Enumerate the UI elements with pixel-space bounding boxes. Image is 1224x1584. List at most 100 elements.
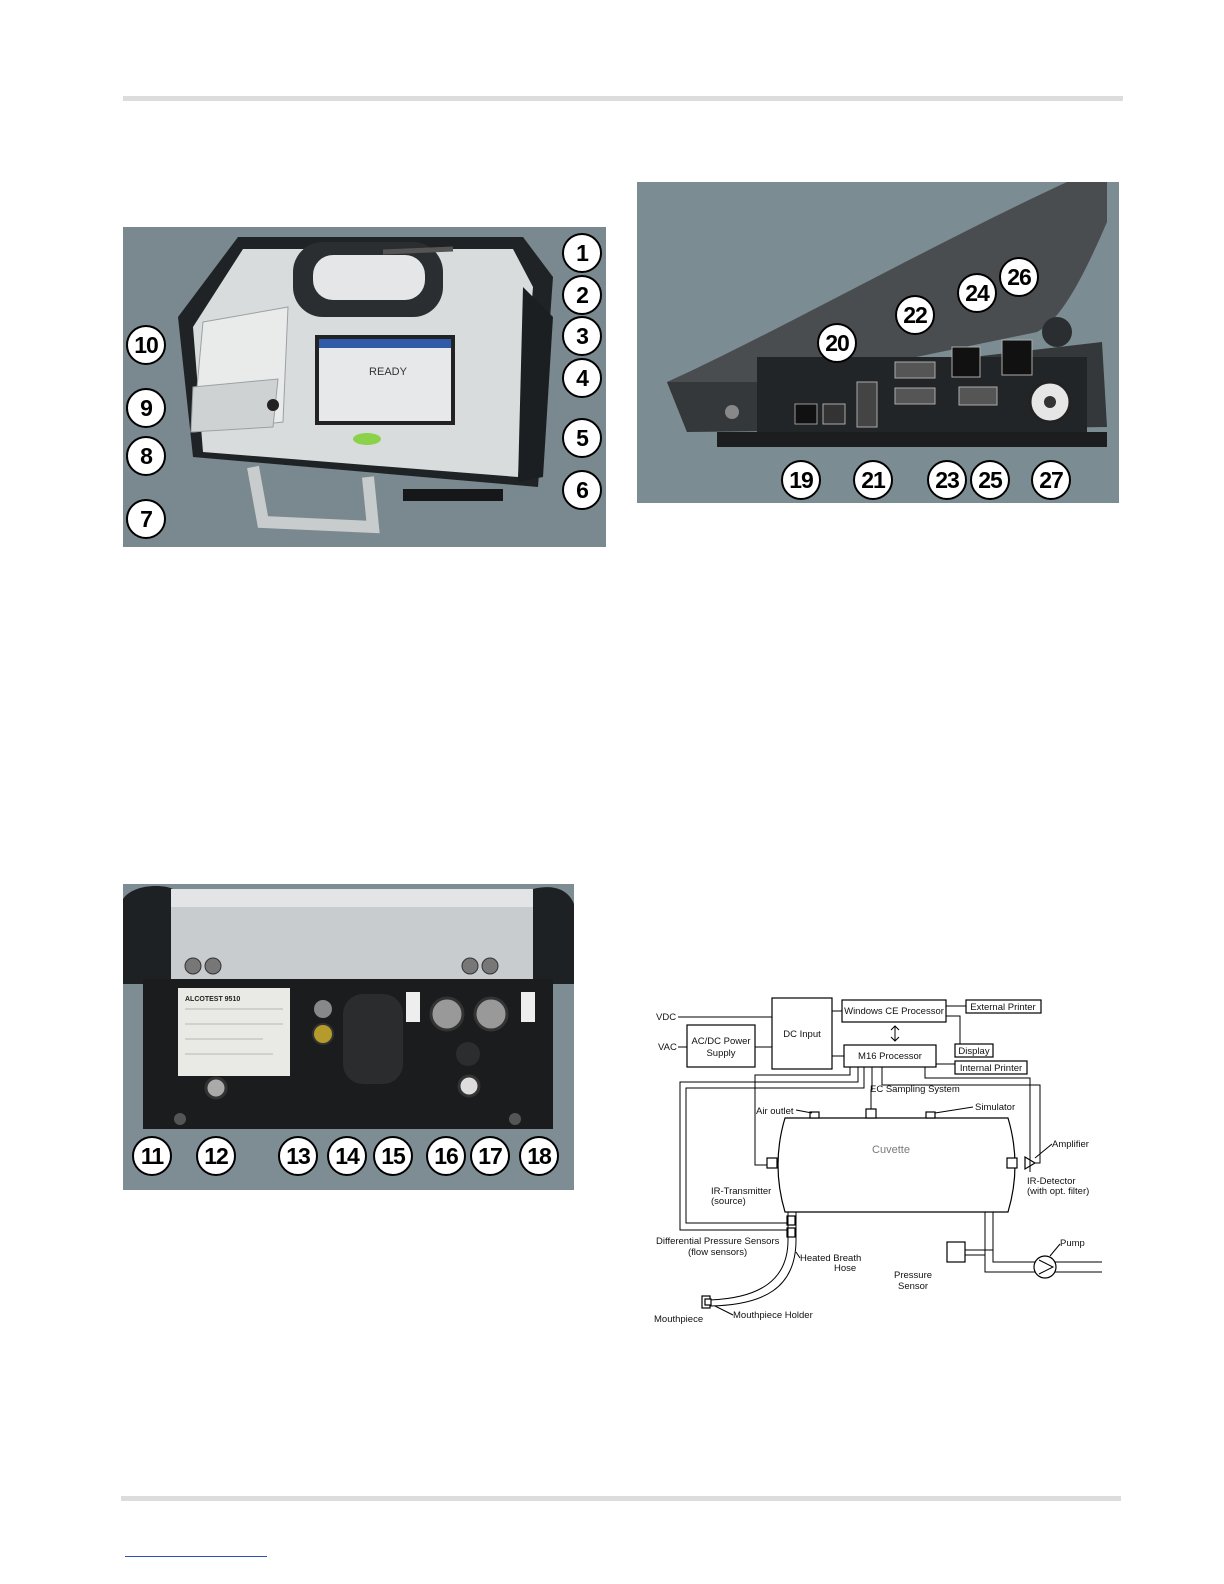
label-air-outlet: Air outlet [756,1106,794,1117]
label-dc-input: DC Input [783,1029,821,1040]
callout-17: 17 [470,1136,510,1176]
pump-leader [1049,1243,1061,1257]
label-simulator: Simulator [975,1102,1015,1113]
label-wince: Windows CE Processor [844,1006,944,1017]
hose-outer [709,1212,789,1301]
label-vdc: VDC [656,1012,676,1023]
outlet-pipe-2 [992,1212,1102,1263]
label-acdc-2: Supply [706,1048,735,1059]
wire-pressure-sensors-2 [685,1067,865,1224]
pump-arrow [1038,1259,1055,1275]
simulator-leader [934,1106,974,1114]
hose-inner [709,1212,797,1307]
callout-13: 13 [278,1136,318,1176]
display-line [946,1015,961,1044]
callout-26: 26 [999,257,1039,297]
dp-sensor-1 [786,1215,796,1226]
label-dps-2: (flow sensors) [688,1247,747,1258]
callout-1: 1 [562,233,602,273]
callout-15: 15 [373,1136,413,1176]
label-dps-1: Differential Pressure Sensors [656,1236,780,1247]
box-display [954,1043,994,1058]
label-ir-detector-1: IR-Detector [1027,1176,1076,1187]
screen-ready-text: READY [369,366,408,378]
callout-23: 23 [927,460,967,500]
block-diagram: VDC VAC AC/DC Power Supply DC Input Wind… [650,990,1110,1335]
rear-label-title: ALCOTEST 9510 [185,996,240,1003]
cuvette-body [777,1117,1016,1213]
heated-leader [795,1251,801,1259]
callout-10: 10 [126,325,166,365]
label-external-printer: External Printer [970,1002,1035,1013]
wire-amplifier [881,1067,1041,1164]
side-view-photo: 26 24 22 20 19 21 23 25 27 [637,182,1119,503]
label-mouthpiece-holder: Mouthpiece Holder [733,1310,813,1321]
callout-8: 8 [126,436,166,476]
side-device-illustration [637,182,1119,503]
rear-view-photo: ALCOTEST 9510 11 12 13 14 15 16 17 18 [123,884,574,1190]
label-mouthpiece: Mouthpiece [654,1314,703,1325]
mouthpiece-connector [704,1298,712,1306]
box-dc-input [771,997,833,1070]
callout-4: 4 [562,358,602,398]
label-heated-2: Hose [834,1263,856,1274]
callout-18: 18 [519,1136,559,1176]
label-pressure-2: Sensor [898,1281,928,1292]
callout-24: 24 [957,273,997,313]
label-ir-transmitter-1: IR-Transmitter [711,1186,771,1197]
label-pump: Pump [1060,1238,1085,1249]
callout-3: 3 [562,316,602,356]
label-heated-1: Heated Breath [800,1253,861,1264]
outlet-pipe [984,1212,1102,1273]
wire-ir-transmitter [754,1067,851,1166]
callout-5: 5 [562,418,602,458]
callout-6: 6 [562,470,602,510]
header-rule [123,96,1123,101]
block-diagram-svg: VDC VAC AC/DC Power Supply DC Input Wind… [654,997,1102,1325]
proc-link-arrows [890,1025,900,1042]
label-acdc-1: AC/DC Power [691,1036,750,1047]
ir-detector-box [1006,1157,1018,1169]
label-cuvette: Cuvette [872,1144,910,1156]
ec-sampling-port [865,1108,877,1119]
front-view-photo: READY 1 2 3 4 5 6 7 8 9 10 [123,227,606,547]
wire-ec-sampling [870,1067,873,1109]
callout-11: 11 [132,1136,172,1176]
callout-16: 16 [426,1136,466,1176]
simulator-port [925,1111,936,1119]
label-ir-transmitter-2: (source) [711,1196,746,1207]
callout-27: 27 [1031,460,1071,500]
label-amplifier: Amplifier [1052,1139,1089,1150]
label-pressure-1: Pressure [894,1270,932,1281]
callout-19: 19 [781,460,821,500]
label-ec-sampling: EC Sampling System [870,1084,960,1095]
label-internal-printer: Internal Printer [960,1063,1022,1074]
callout-25: 25 [970,460,1010,500]
footer-rule [121,1496,1121,1501]
wire-detector [924,1067,1031,1172]
air-outlet-leader [795,1109,813,1114]
rear-device-illustration: ALCOTEST 9510 [123,884,574,1190]
callout-21: 21 [853,460,893,500]
front-device-illustration: READY [123,227,606,547]
pressure-sensor-box [946,1241,966,1263]
air-outlet-port [809,1111,820,1119]
callout-20: 20 [817,323,857,363]
wire-pressure-sensors [679,1067,859,1231]
label-ir-detector-2: (with opt. filter) [1027,1186,1089,1197]
box-internal-printer [954,1060,1028,1075]
holder-leader [714,1305,734,1316]
label-m16: M16 Processor [858,1051,922,1062]
dp-sensor-2 [786,1227,796,1238]
callout-12: 12 [196,1136,236,1176]
footer-link-underline[interactable] [125,1556,267,1557]
box-acdc [686,1024,756,1068]
label-display: Display [958,1046,989,1057]
callout-7: 7 [126,499,166,539]
amplifier-leader [1034,1143,1053,1159]
callout-9: 9 [126,388,166,428]
callout-22: 22 [895,295,935,335]
ir-transmitter-box [766,1157,778,1169]
callout-2: 2 [562,275,602,315]
pump-symbol [1033,1255,1057,1279]
